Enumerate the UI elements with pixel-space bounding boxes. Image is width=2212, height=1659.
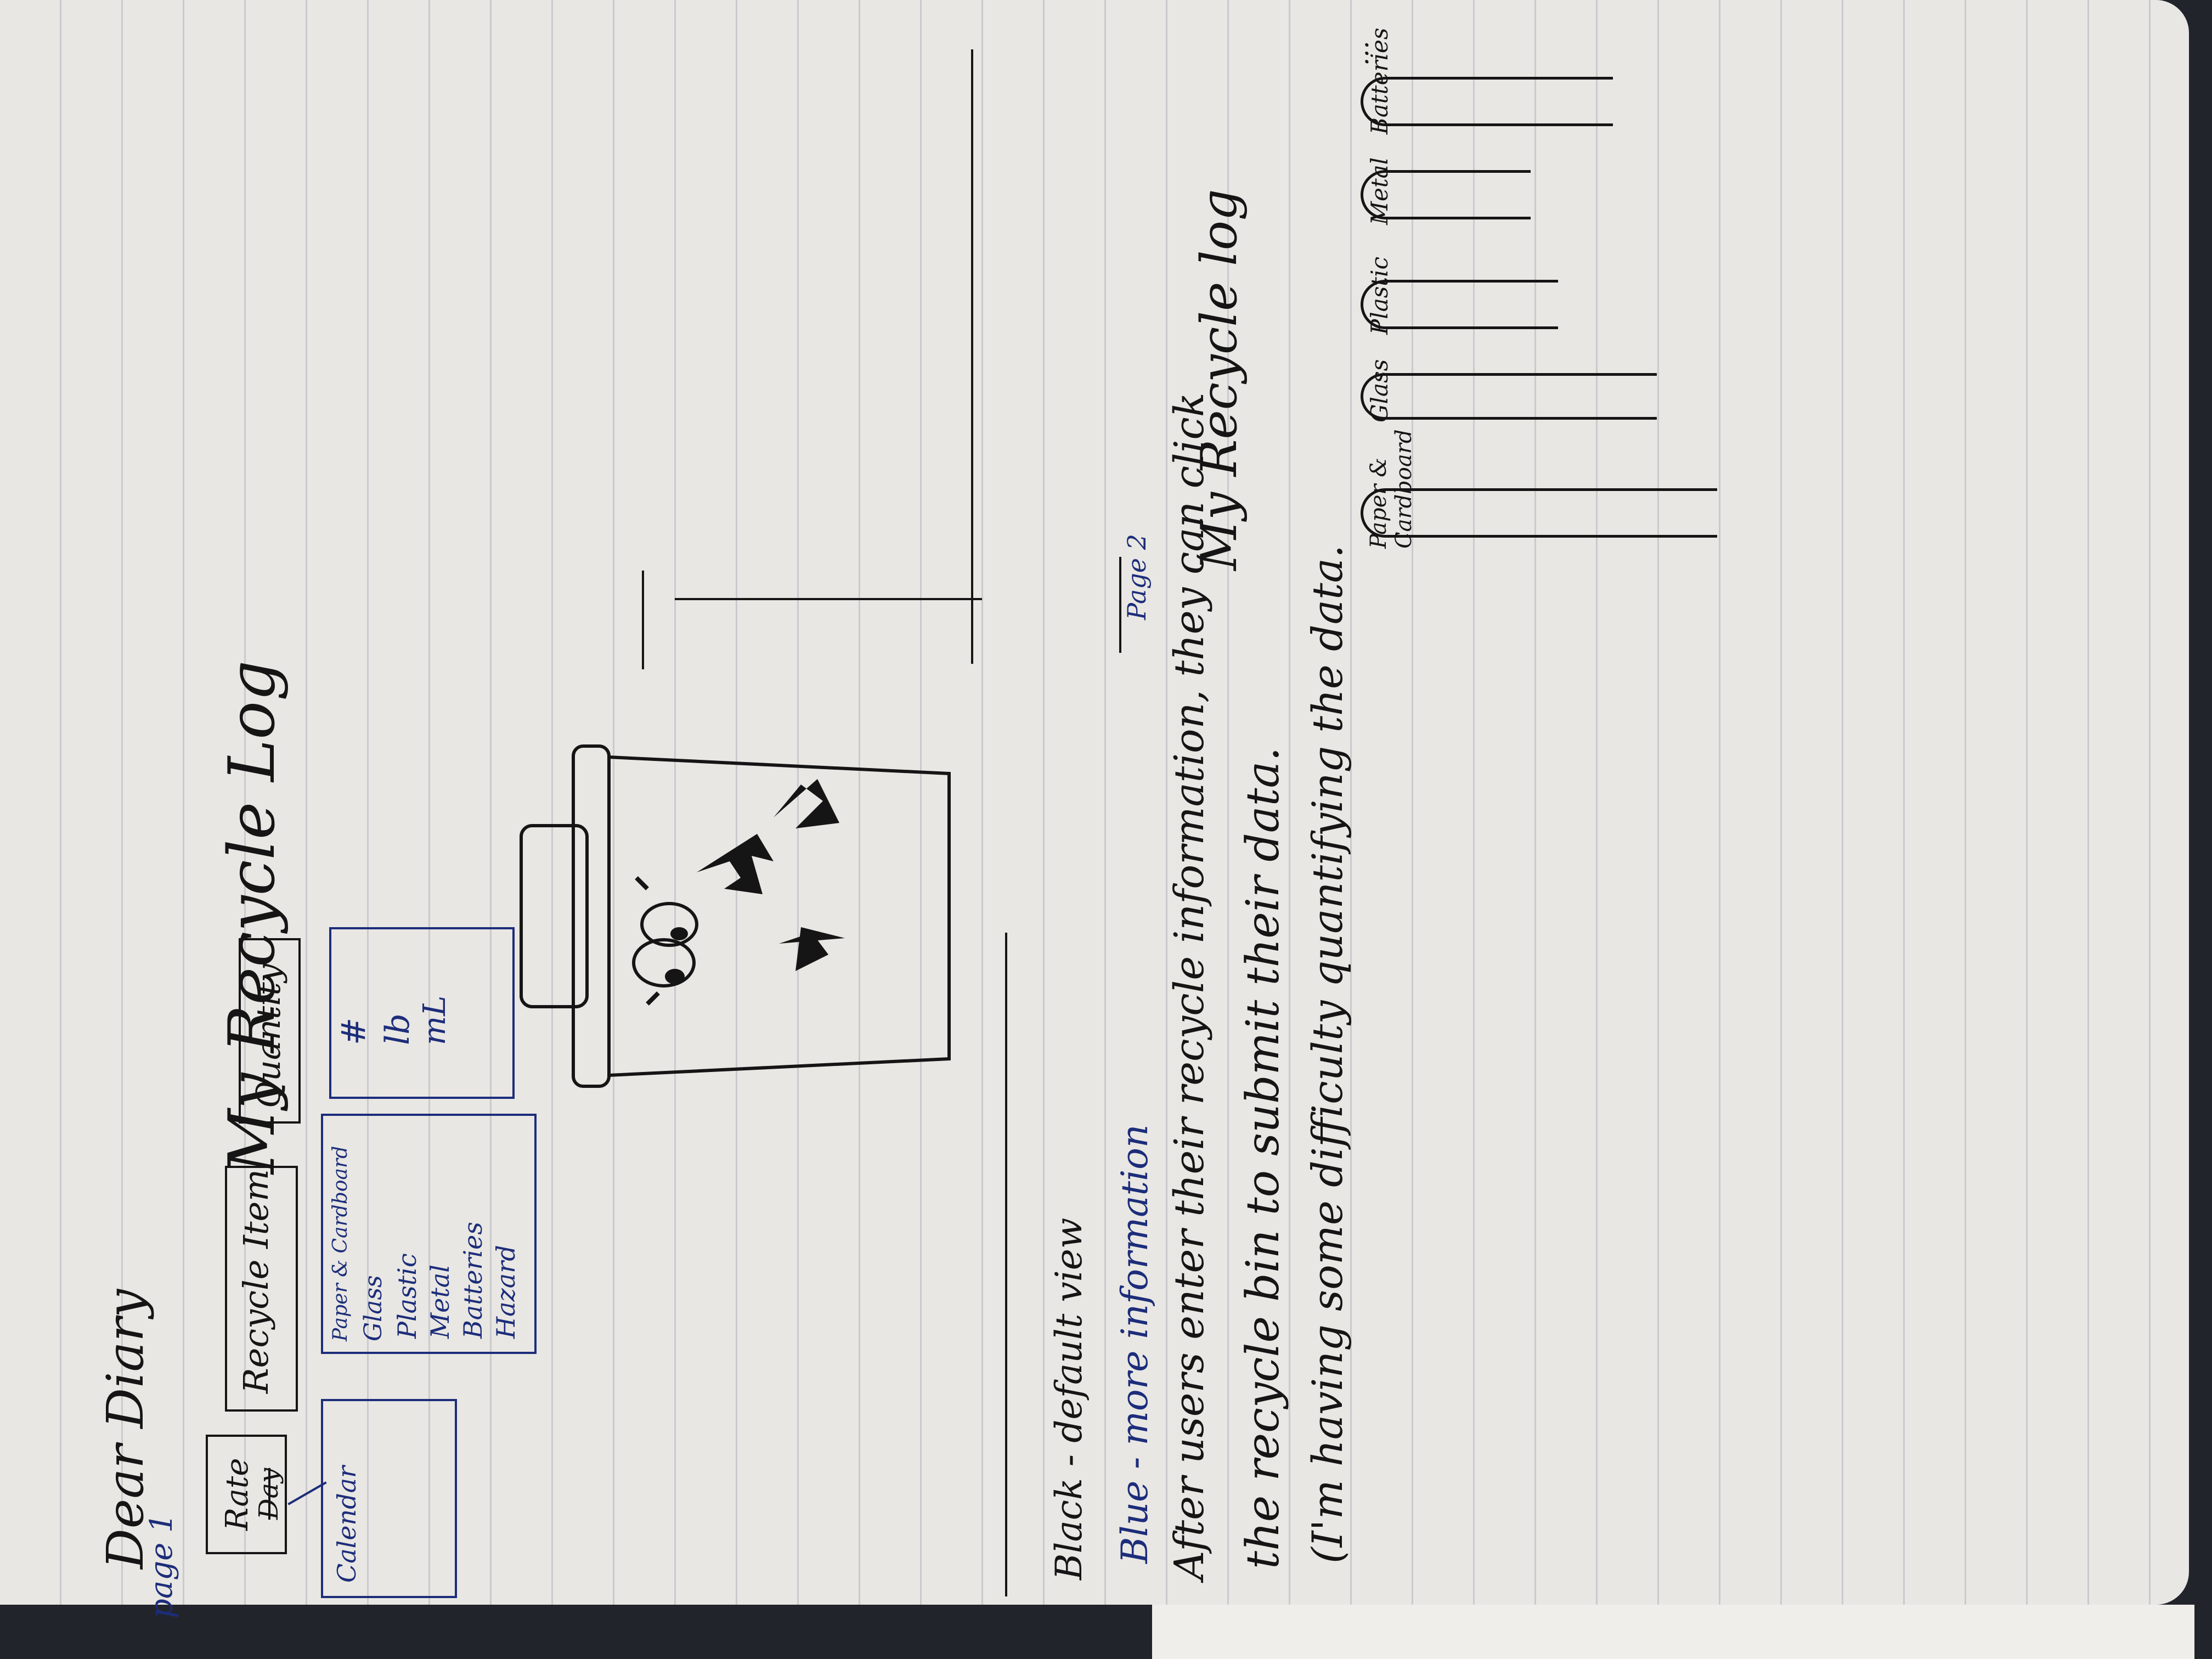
page2-axis-line bbox=[642, 571, 644, 669]
units-dropdown[interactable] bbox=[329, 927, 515, 1099]
note-line-3: (I'm having some difficulty quantifying … bbox=[1303, 545, 1352, 1564]
category-item[interactable]: Paper & Cardboard bbox=[329, 1146, 352, 1341]
legend-blue: Blue - more information bbox=[1114, 1124, 1156, 1564]
quantity-label: Quantity bbox=[250, 963, 288, 1108]
category-item[interactable]: Metal bbox=[425, 1265, 455, 1339]
unit-item[interactable]: mL bbox=[417, 995, 453, 1045]
calendar-label: Calendar bbox=[332, 1465, 362, 1583]
rate-button-label: Rate bbox=[219, 1458, 255, 1531]
category-item[interactable]: Batteries bbox=[458, 1222, 488, 1339]
page2-left-edge bbox=[1119, 557, 1121, 653]
chart-bar[interactable] bbox=[1361, 373, 1657, 420]
recycle-item-button[interactable] bbox=[225, 1166, 298, 1412]
calendar-box[interactable] bbox=[321, 1399, 457, 1598]
vertical-divider-bottom bbox=[1005, 933, 1007, 1596]
page2-label: Page 2 bbox=[1122, 534, 1152, 620]
rate-day-button[interactable] bbox=[206, 1435, 287, 1554]
chart-overflow: ... bbox=[1344, 41, 1375, 66]
notebook-page: page 1 Dear Diary My Recycle Log Rate Da… bbox=[0, 0, 2189, 1618]
legend-black: Black - default view bbox=[1048, 1217, 1090, 1580]
note-line-1: After users enter their recycle informat… bbox=[1166, 392, 1213, 1580]
categories-dropdown[interactable] bbox=[321, 1114, 537, 1354]
page-title: Dear Diary bbox=[96, 1289, 155, 1569]
notebook-edge bbox=[1152, 1605, 2194, 1659]
unit-item[interactable]: lb bbox=[379, 1013, 417, 1045]
quantity-button[interactable] bbox=[239, 938, 301, 1124]
chart-bar[interactable] bbox=[1361, 170, 1531, 219]
recycle-bin-face-icon[interactable] bbox=[516, 697, 960, 1136]
chart-category-label: Plastic bbox=[1366, 256, 1393, 335]
chart-bar[interactable] bbox=[1361, 280, 1558, 329]
category-item[interactable]: Plastic bbox=[392, 1253, 422, 1339]
category-item[interactable]: Hazard bbox=[491, 1245, 521, 1339]
category-item[interactable]: Glass bbox=[359, 1275, 387, 1341]
page2-separator bbox=[675, 598, 982, 600]
recycle-item-label: Recycle Item bbox=[236, 1169, 276, 1393]
chart-category-label: Metal bbox=[1366, 157, 1393, 225]
note-line-2: the recycle bin to submit their data. bbox=[1237, 747, 1289, 1569]
rate-button-strikeout: Day bbox=[253, 1468, 284, 1520]
chart-bar[interactable] bbox=[1361, 488, 1717, 538]
chart-category-label: Glass bbox=[1366, 359, 1393, 422]
vertical-divider-top bbox=[971, 49, 973, 664]
chart-bar[interactable] bbox=[1361, 77, 1613, 126]
unit-item[interactable]: # bbox=[335, 1017, 373, 1045]
